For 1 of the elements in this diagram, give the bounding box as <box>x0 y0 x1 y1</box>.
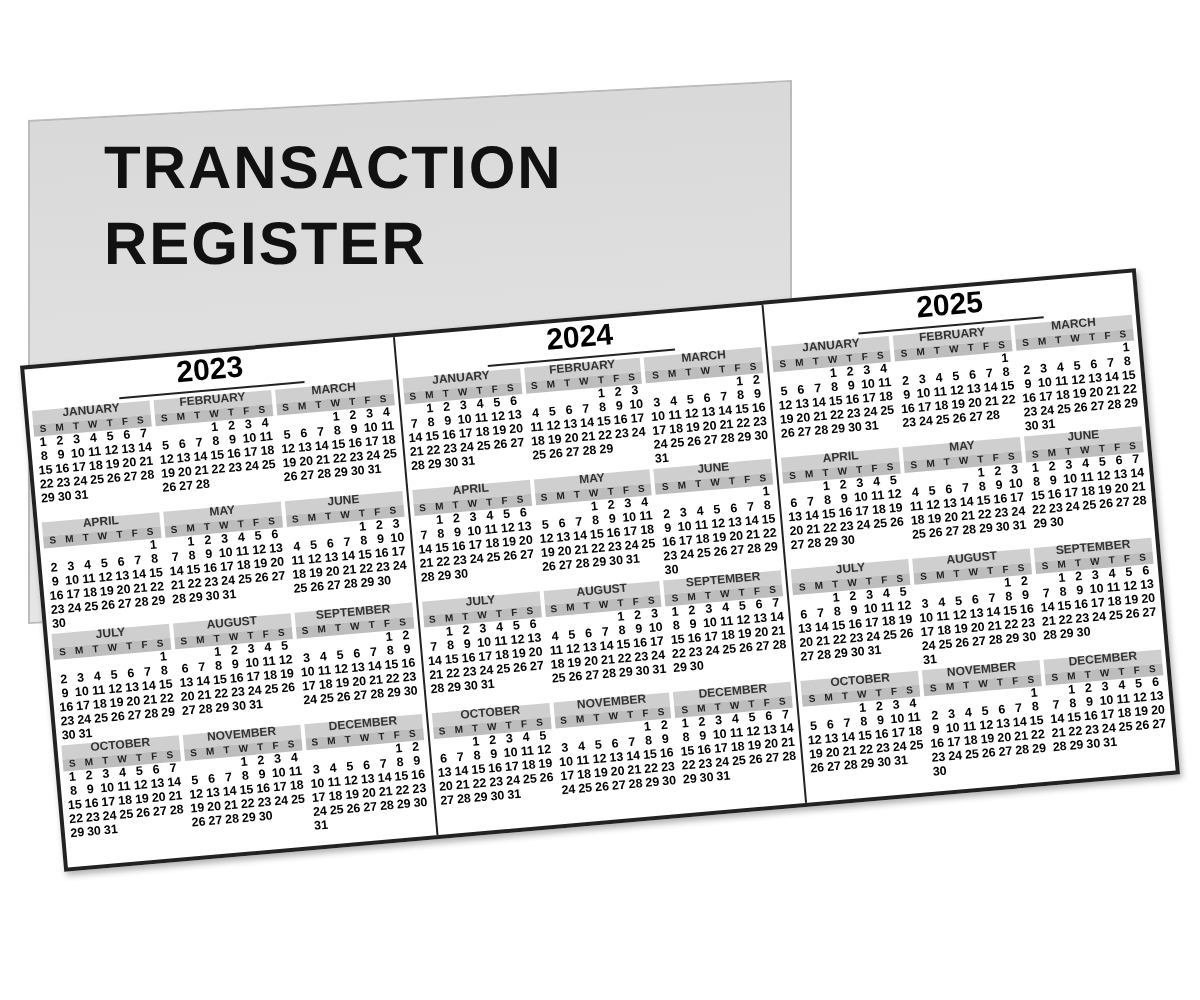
cover-title: TRANSACTION REGISTER <box>104 134 564 282</box>
